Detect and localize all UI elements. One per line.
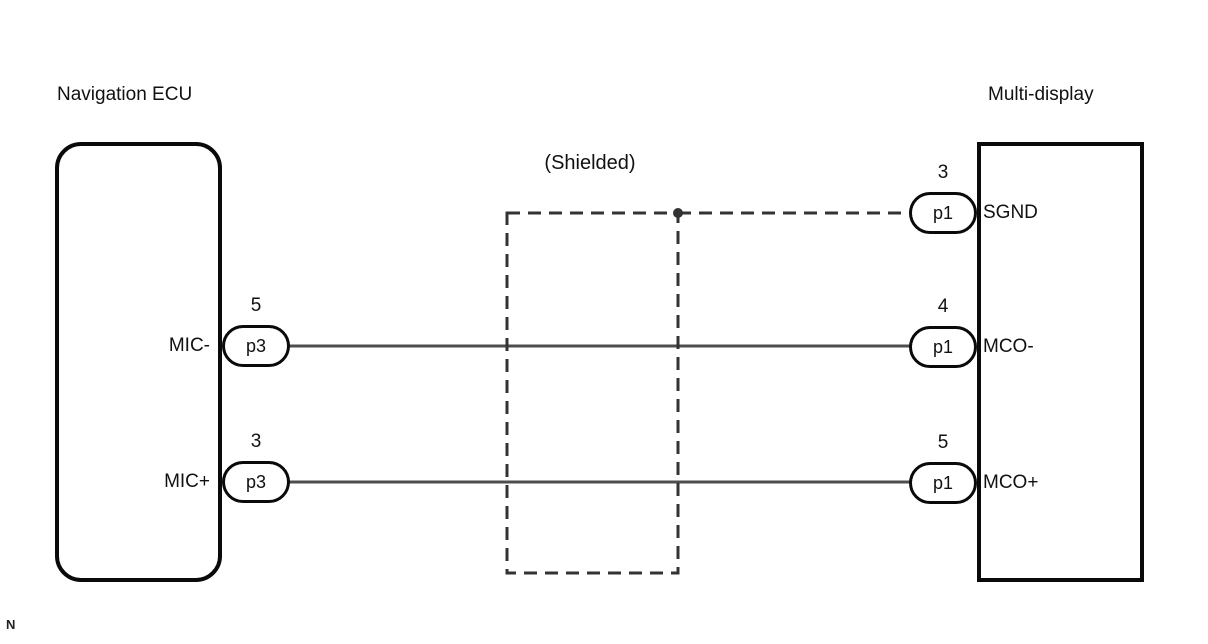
navigation-ecu-box [55, 142, 222, 582]
pin-number-mco-plus: 5 [937, 432, 949, 453]
pin-number-mco-minus: 4 [937, 296, 949, 317]
pin-label-sgnd: SGND [983, 202, 1038, 223]
pin-label-mic-minus: MIC- [168, 335, 210, 356]
pin-number-mic-plus: 3 [250, 431, 262, 452]
connector-code: p3 [245, 471, 267, 492]
shield-junction-dot [673, 208, 683, 218]
pin-pill-mic-minus: p3 [222, 325, 290, 367]
pin-pill-mco-minus: p1 [909, 326, 977, 368]
pin-pill-mic-plus: p3 [222, 461, 290, 503]
pin-label-mic-plus: MIC+ [164, 471, 210, 492]
connector-code: p1 [932, 472, 954, 493]
pin-number-sgnd: 3 [937, 162, 949, 183]
multi-display-title: Multi-display [988, 84, 1094, 105]
connector-code: p1 [932, 336, 954, 357]
connector-code: p3 [245, 335, 267, 356]
connector-code: p1 [932, 202, 954, 223]
navigation-ecu-title: Navigation ECU [57, 84, 193, 105]
pin-label-mco-minus: MCO- [983, 336, 1034, 357]
pin-number-mic-minus: 5 [250, 295, 262, 316]
pin-pill-sgnd: p1 [909, 192, 977, 234]
corner-note: N [6, 617, 16, 632]
pin-label-mco-plus: MCO+ [983, 472, 1039, 493]
shield-dashed-box [505, 211, 680, 575]
multi-display-box [977, 142, 1144, 582]
shielded-label: (Shielded) [544, 152, 636, 174]
pin-pill-mco-plus: p1 [909, 462, 977, 504]
